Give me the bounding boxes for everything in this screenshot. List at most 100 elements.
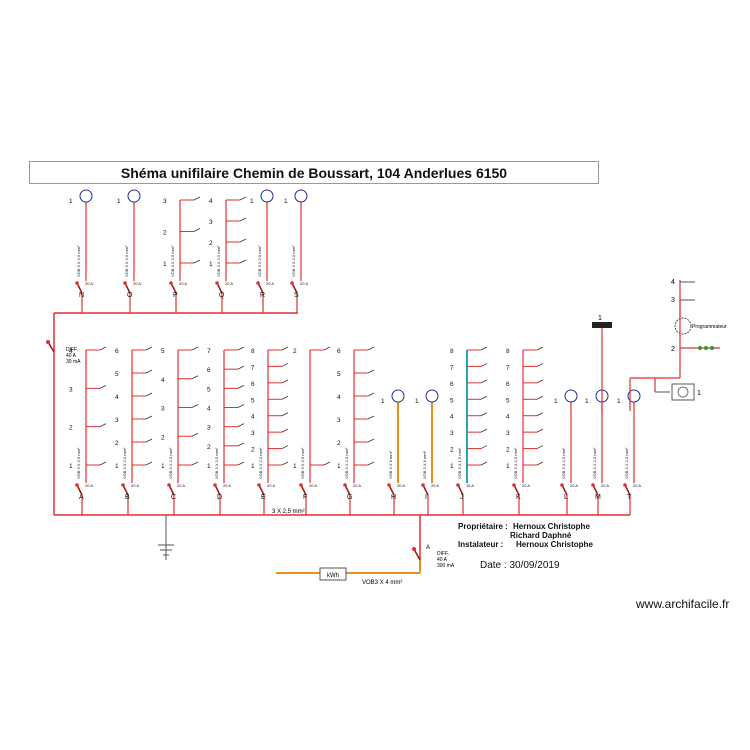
owner-name-2: Richard Daphné [510,531,572,540]
outlet-icon [191,375,199,380]
breaker-contact [512,483,516,487]
point-number: 2 [207,444,211,451]
cable-label: VOB 3 X 2,5 mm² [257,245,262,277]
point-number: 2 [163,230,167,237]
point-number: 4 [69,348,73,355]
circuit-letter: E [261,494,266,501]
outlet-icon [367,392,375,397]
circuit-letter: T [627,494,632,501]
outlet-icon [99,384,107,389]
point-number: 2 [506,447,510,454]
cable-label: VOB 3 X 2,5 mm² [76,245,81,277]
point-number: 2 [69,425,73,432]
outlet-icon [367,346,375,351]
breaker-contact [121,483,125,487]
outlet-icon [237,346,245,351]
breaker-rating: 20 A [397,483,405,488]
point-number: 2 [251,447,255,454]
circuit-letter: K [516,494,521,501]
outlet-icon [145,369,153,374]
circuit-letter: L [564,494,568,501]
outlet-icon [191,404,199,408]
cable-label: VOB 3 X 2,5 mm² [216,245,221,277]
owner-name: Hernoux Christophe [513,522,590,531]
breaker-switch [344,484,351,496]
cable-label: VOB 3 X 2,5 mm² [300,447,305,479]
breaker-rating: 20 A [131,483,139,488]
point-number: 5 [450,397,454,404]
outlet-icon [367,438,375,443]
point-number: 8 [506,348,510,355]
outlet-icon [99,461,107,466]
breaker-switch [76,282,83,294]
lamp-icon [79,189,93,203]
sub-diff-label: DIFF. [66,347,78,353]
point-number: 2 [161,434,165,441]
svg-text:3: 3 [671,297,675,304]
point-number: 4 [506,414,510,421]
outlet-icon [281,395,289,400]
meter-box [319,567,347,581]
diagram-title: Shéma unifilaire Chemin de Boussart, 104… [29,161,599,184]
bus-cable-label: 3 X 2,5 mm² [272,509,305,515]
breaker-rating: 20 A [85,483,93,488]
point-number: 1 [554,398,558,405]
point-number: 3 [450,430,454,437]
outlet-icon [536,346,544,351]
circuit-letter: F [303,494,307,501]
outlet-icon [480,445,488,449]
outlet-icon [480,346,488,351]
outlet-icon [536,379,544,384]
cable-label: VOB 3 X 2,5 mm² [592,447,597,479]
outlet-icon [281,346,289,351]
outlet-icon [237,365,245,370]
breaker-rating: 20 A [225,281,233,286]
sub-diff-rating: 40 A [66,353,77,359]
breaker-switch [76,484,83,496]
point-number: 6 [207,367,211,374]
circuit-letter: S [294,292,299,299]
main-diff-sensitivity: 300 mA [437,563,455,569]
circuit-letter: Q [219,292,225,299]
outlet-icon [480,412,488,417]
circuit-letter: H [391,494,396,501]
date-text: Date : 30/09/2019 [480,560,560,571]
point-number: 1 [163,261,167,268]
point-number: 2 [293,348,297,355]
cable-label: VOB 3 X 2,5 mm² [76,447,81,479]
breaker-rating: 20 A [431,483,439,488]
point-number: 5 [207,386,211,393]
outlet-icon [536,461,544,466]
point-number: 1 [209,261,213,268]
point-number: 4 [450,414,454,421]
point-number: 3 [337,417,341,424]
point-number: 7 [506,364,510,371]
outlet-icon [193,196,201,201]
breaker-switch [258,484,265,496]
point-number: 4 [337,394,341,401]
outlet-icon [536,428,544,433]
point-number: 7 [207,348,211,355]
installer-label: Instalateur : [458,540,504,549]
breaker-switch [388,484,395,496]
outlet-icon [191,432,199,437]
breaker-rating: 20 A [309,483,317,488]
cable-label: VOB 3 X 2,5 mm² [214,447,219,479]
sub-diff-sensitivity: 30 mA [66,359,81,365]
outlet-icon [367,461,375,466]
outlet-icon [239,259,247,264]
breaker-switch [257,282,264,294]
point-number: 1 [450,463,454,470]
breaker-rating: 20 A [570,483,578,488]
programmer-icon [674,317,692,335]
breaker-switch [422,484,429,496]
point-number: 3 [163,198,167,205]
